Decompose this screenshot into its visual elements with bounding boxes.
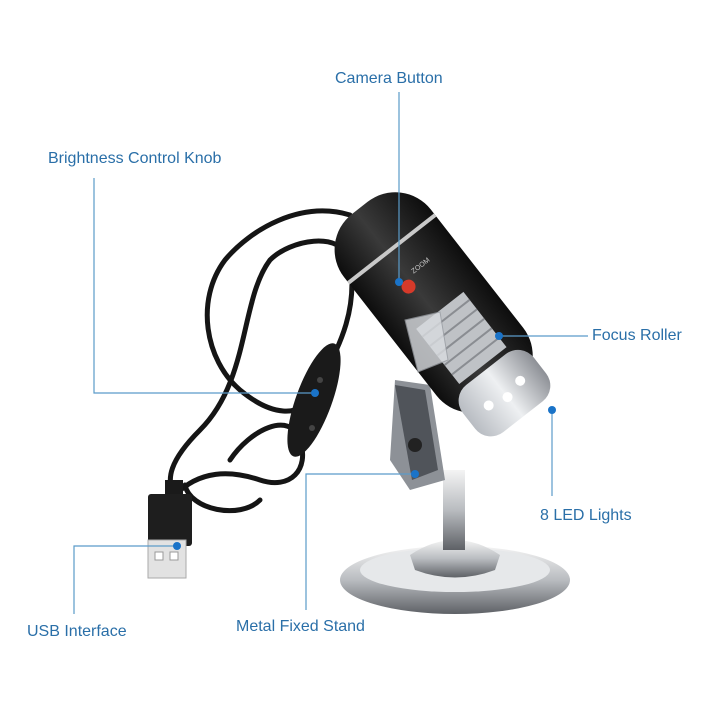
label-led-lights: 8 LED Lights: [540, 507, 632, 524]
label-focus-roller: Focus Roller: [592, 327, 682, 344]
leader-lines: [73, 92, 588, 614]
callout-dot-knob: [311, 389, 319, 397]
microscope-body: ZOOM: [334, 192, 551, 437]
label-usb-interface: USB Interface: [27, 623, 127, 640]
callout-dot-led: [548, 406, 556, 414]
usb-cable: [167, 208, 355, 514]
leader-brightness-knob: [93, 178, 315, 394]
label-camera-button: Camera Button: [335, 70, 443, 87]
label-brightness-knob: Brightness Control Knob: [48, 150, 222, 167]
callout-dot-camera: [395, 278, 403, 286]
usb-plug: [147, 480, 192, 579]
label-metal-stand: Metal Fixed Stand: [236, 618, 365, 635]
callout-dots: [173, 278, 556, 550]
clear-holder-clip: [404, 311, 449, 373]
callout-dot-stand: [411, 470, 419, 478]
callout-dot-focus: [495, 332, 503, 340]
metal-stand: [340, 380, 570, 614]
callout-dot-usb: [173, 542, 181, 550]
brightness-knob-housing: [287, 343, 341, 457]
leader-usb-interface: [73, 545, 177, 614]
leader-metal-stand: [305, 473, 415, 610]
